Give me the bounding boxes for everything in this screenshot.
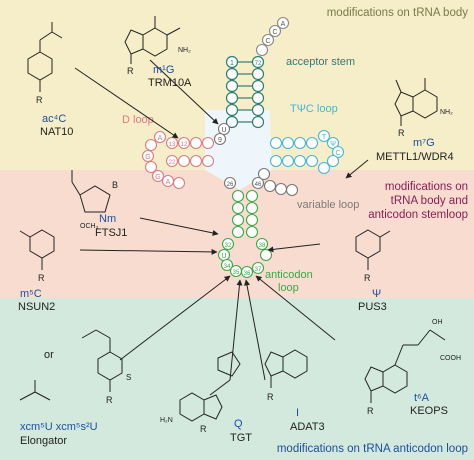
region-title-body-anticodon-1: modifications on [385,181,468,193]
svg-text:R: R [106,395,113,405]
svg-text:COOH: COOH [440,355,461,362]
svg-text:R: R [398,128,405,138]
structure-labels: R R R B R R or R R R R OCH₃ S NH₂ NH₂ H₂… [36,47,461,434]
enzyme-trm10a: TRM10A [148,77,192,89]
svg-text:R: R [36,95,43,105]
tpsic-loop-label: TΨC loop [290,103,338,115]
cca-c1: C [272,29,277,36]
svg-text:R: R [200,424,207,434]
variable-loop [251,167,299,197]
variable-46: 46 [255,182,262,188]
svg-text:NH₂: NH₂ [178,47,191,54]
cca-tail [255,16,290,57]
anticodon-loop-label-1: anticodon [265,269,313,281]
ac-34: 34 [224,264,231,270]
mod-psi: Ψ [372,288,381,300]
svg-text:S: S [126,373,131,382]
cca-c2: C [265,38,270,45]
svg-text:R: R [364,273,371,283]
svg-text:H₂N: H₂N [160,417,173,424]
enzyme-nsun2: NSUN2 [18,301,55,313]
mod-inosine: I [296,407,299,419]
enzyme-keops: KEOPS [410,405,448,417]
svg-text:R: R [367,406,374,416]
svg-text:OH: OH [432,319,443,326]
enzyme-elongator: Elongator [20,435,67,447]
region-title-body: modifications on tRNA body [327,7,469,19]
enzyme-nat10: NAT10 [40,126,73,138]
d-loop-num-12: 12 [181,142,188,148]
enzyme-tgt: TGT [230,432,252,444]
tpsic-T: T [322,134,327,141]
svg-text:B: B [112,180,118,190]
acceptor-number-72: 72 [255,61,262,67]
svg-text:R: R [267,392,274,402]
anticodon-stem [217,189,273,279]
junction-26: 26 [227,182,234,188]
acceptor-stem [225,55,265,129]
enzyme-pus3: PUS3 [358,301,387,313]
d-loop-A: A [158,135,163,142]
ac-36: 36 [244,271,251,277]
d-loop-A2: A [166,179,171,186]
region-title-anticodon: modifications on tRNA anticodon loop [277,443,468,455]
enzyme-mettl1: METTL1/WDR4 [376,151,454,163]
region-anticodon [0,298,474,460]
mod-xcm5u: xcm⁵U xcm⁵s²U [20,421,98,433]
enzyme-ftsj1: FTSJ1 [95,227,127,239]
d-loop-num-13: 13 [169,142,176,148]
junction-U: U [221,127,226,134]
junction-9: 9 [218,137,222,144]
d-loop [141,130,215,190]
mod-q: Q [234,418,243,430]
mod-m7g: m⁷G [413,137,435,149]
ac-38: 38 [259,243,266,249]
svg-text:R: R [38,273,45,283]
ac-32: 32 [225,243,232,249]
mod-ac4c: ac⁴C [42,113,66,125]
svg-text:R: R [127,66,134,76]
trna-structure: 1 72 A C C acceptor stem 12 13 22 A G G … [122,16,359,294]
d-loop-G2: G [155,174,160,181]
arrows [74,59,369,381]
mod-t6a: t⁶A [414,392,430,404]
anticodon-loop-label-2: loop [278,282,299,294]
tpsic-arm [269,129,345,175]
tpsic-C: C [335,150,340,157]
variable-loop-label: variable loop [297,199,359,211]
mod-nm: Nm [99,213,116,225]
svg-text:NH₂: NH₂ [440,109,453,116]
junction-nucleotides [213,122,237,190]
region-title-body-anticodon-2: tRNA body and [391,195,468,207]
tpsic-psi: Ψ [330,141,336,148]
mod-m5c: m⁵C [20,288,42,300]
d-loop-num-22: 22 [169,160,176,166]
mod-m1g: m¹G [153,64,174,76]
ac-U: U [221,253,226,260]
d-loop-label: D loop [122,114,154,126]
ac-35: 35 [233,270,240,276]
acceptor-stem-label: acceptor stem [286,56,355,68]
acceptor-number-1: 1 [230,60,234,67]
ac-37: 37 [255,267,262,273]
d-loop-G1: G [145,154,150,161]
svg-text:or: or [44,349,54,361]
cca-a: A [281,21,286,28]
enzyme-adat3: ADAT3 [290,421,325,433]
modification-labels: ac⁴C NAT10 m¹G TRM10A m⁷G METTL1/WDR4 Nm… [18,64,454,447]
structures [19,16,446,422]
region-title-body-anticodon-3: anticodon stemloop [368,209,468,221]
svg-text:OCH₃: OCH₃ [80,223,99,230]
